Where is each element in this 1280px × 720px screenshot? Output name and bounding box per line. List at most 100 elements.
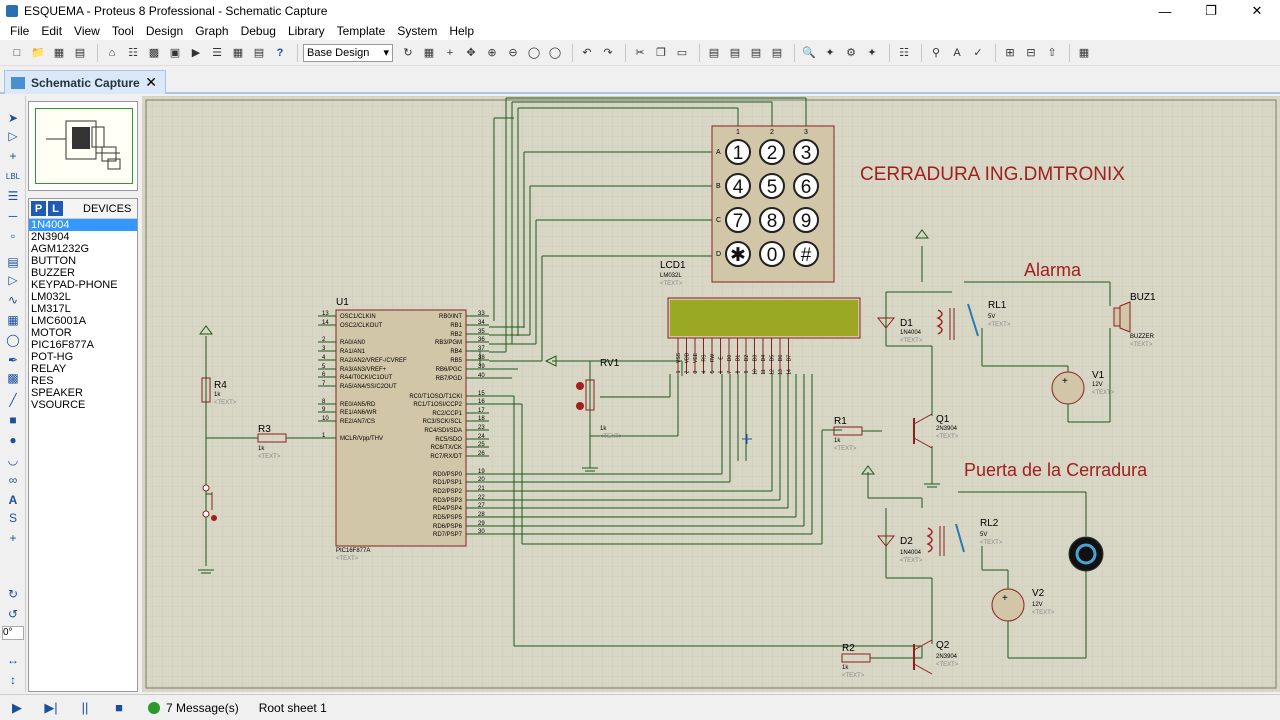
lcd-display[interactable]: LCD1 LM032L <TEXT> VSS1VDD2VEE3RS4RW5E6D…	[660, 260, 861, 375]
simulation-icon[interactable]: ▶	[191, 47, 201, 59]
reset-button[interactable]	[198, 484, 217, 574]
code-icon[interactable]: ▦	[232, 47, 244, 59]
rl2-relay[interactable]: RL2 5V <TEXT>	[926, 518, 1003, 556]
list-item[interactable]: BUZZER	[31, 267, 75, 279]
zoom-in-icon[interactable]: ⊕	[487, 47, 497, 59]
list-item[interactable]: 2N3904	[31, 231, 70, 243]
junction-dot-icon[interactable]: +	[9, 149, 17, 163]
buz1-buzzer[interactable]: BUZ1 BUZZER <TEXT>	[1113, 292, 1156, 348]
netlist-icon[interactable]: ▦	[1078, 47, 1090, 59]
keypad-key[interactable]	[759, 173, 785, 199]
keypad-key[interactable]	[793, 173, 819, 199]
v2-source[interactable]: + V2 12V <TEXT>	[991, 588, 1055, 622]
stop-icon[interactable]: ■	[115, 700, 123, 715]
help-icon[interactable]: ?	[276, 46, 284, 59]
list-item[interactable]: 1N4004	[29, 219, 137, 231]
origin-icon[interactable]: +	[446, 46, 454, 59]
text-icon[interactable]: A	[8, 493, 18, 507]
generator-icon[interactable]: ◯	[6, 333, 20, 347]
rotation-field[interactable]: 0°	[2, 626, 24, 640]
pick-device-icon[interactable]: 🔍	[802, 47, 816, 59]
exit-to-parent-icon[interactable]: ⇧	[1047, 47, 1057, 59]
d2-diode[interactable]: D2 1N4004 <TEXT>	[861, 465, 923, 564]
make-device-icon[interactable]: ✦	[825, 47, 835, 59]
list-item[interactable]: AGM1232G	[31, 243, 90, 255]
path-icon[interactable]: ∞	[8, 473, 18, 487]
open-folder-icon[interactable]: 📁	[31, 47, 45, 59]
menu-library[interactable]: Library	[287, 24, 325, 38]
electrical-rule-check-icon[interactable]: ✓	[973, 47, 983, 59]
tape-recorder-icon[interactable]: ▦	[7, 313, 19, 327]
play-icon[interactable]: ▶	[12, 699, 22, 715]
menu-help[interactable]: Help	[449, 24, 475, 38]
line-icon[interactable]: ╱	[9, 393, 17, 407]
menu-graph[interactable]: Graph	[195, 24, 229, 38]
wire-autorouter-icon[interactable]: ☷	[899, 47, 909, 59]
list-item[interactable]: LM032L	[31, 291, 71, 303]
zoom-all-icon[interactable]: ◯	[527, 47, 541, 59]
keypad-key[interactable]	[725, 173, 751, 199]
r4-resistor[interactable]: R4 1k <TEXT>	[199, 325, 237, 406]
r1-resistor[interactable]: R1 1k <TEXT>	[833, 416, 863, 452]
circle-icon[interactable]: ●	[9, 433, 17, 447]
menu-template[interactable]: Template	[336, 24, 386, 38]
list-item[interactable]: LM317L	[31, 303, 71, 315]
keypad-key[interactable]	[759, 139, 785, 165]
r2-resistor[interactable]: R2 1k <TEXT>	[841, 643, 871, 679]
mirror-horizontal-icon[interactable]: ↔	[7, 653, 19, 667]
arc-icon[interactable]: ◡	[7, 453, 19, 467]
component-mode-icon[interactable]: ▷	[8, 129, 18, 143]
list-item[interactable]: POT-HG	[31, 351, 74, 363]
menu-view[interactable]: View	[74, 24, 100, 38]
block-copy-icon[interactable]: ▤	[708, 47, 720, 59]
d1-diode[interactable]: D1 1N4004 <TEXT>	[876, 229, 929, 344]
rotate-clockwise-icon[interactable]: ↻	[7, 587, 19, 601]
decompose-icon[interactable]: ✦	[867, 47, 877, 59]
list-item[interactable]: PIC16F877A	[31, 339, 94, 351]
save-icon[interactable]: ▦	[53, 47, 65, 59]
messages-count[interactable]: 7 Message(s)	[166, 700, 239, 715]
selection-mode-icon[interactable]: ➤	[7, 111, 19, 125]
list-item[interactable]: LMC6001A	[31, 315, 87, 327]
list-item[interactable]: BUTTON	[31, 255, 77, 267]
menu-file[interactable]: File	[10, 24, 30, 38]
pcb-icon[interactable]: ▩	[148, 47, 160, 59]
pause-icon[interactable]: ||	[81, 700, 89, 715]
keypad-key[interactable]	[759, 241, 785, 267]
block-rotate-icon[interactable]: ▤	[750, 47, 762, 59]
q2-transistor[interactable]: Q2 2N3904 <TEXT>	[913, 639, 959, 675]
list-item[interactable]: KEYPAD-PHONE	[31, 279, 118, 291]
schematic-icon[interactable]: ☷	[128, 47, 138, 59]
search-tag-icon[interactable]: ⚲	[931, 47, 941, 59]
keypad-key[interactable]	[725, 241, 751, 267]
symbol-icon[interactable]: S	[8, 511, 17, 525]
grid-icon[interactable]: ▦	[423, 47, 435, 59]
close-window-button[interactable]: ✕	[1251, 3, 1263, 18]
menu-tool[interactable]: Tool	[111, 24, 134, 38]
v1-source[interactable]: + V1 12V <TEXT>	[1051, 370, 1115, 405]
step-icon[interactable]: ▶|	[44, 699, 58, 715]
design-select[interactable]: Base Design▾	[303, 43, 393, 62]
minimize-button[interactable]: —	[1158, 3, 1172, 19]
graph-icon[interactable]: ∿	[7, 293, 19, 307]
refresh-icon[interactable]: ↻	[403, 47, 413, 59]
list-item[interactable]: VSOURCE	[31, 399, 86, 411]
new-file-icon[interactable]: □	[13, 46, 21, 59]
menu-system[interactable]: System	[397, 24, 438, 38]
pan-icon[interactable]: ✥	[466, 47, 476, 59]
list-item[interactable]: RELAY	[31, 363, 67, 375]
block-move-icon[interactable]: ▤	[729, 47, 741, 59]
rl1-relay[interactable]: RL1 5V <TEXT>	[936, 300, 1011, 340]
menu-design[interactable]: Design	[145, 24, 184, 38]
rotate-anticlockwise-icon[interactable]: ↺	[7, 607, 19, 621]
zoom-area-icon[interactable]: ◯	[548, 47, 562, 59]
paste-icon[interactable]: ▭	[676, 47, 688, 59]
motor[interactable]	[1068, 536, 1104, 572]
virtual-instruments-icon[interactable]: ▩	[7, 371, 19, 385]
block-delete-icon[interactable]: ▤	[771, 47, 783, 59]
packaging-tool-icon[interactable]: ⚙	[846, 47, 856, 59]
list-item[interactable]: SPEAKER	[31, 387, 83, 399]
q1-transistor[interactable]: Q1 2N3904 <TEXT>	[913, 413, 959, 488]
subcircuit-icon[interactable]: ▫	[10, 229, 16, 243]
